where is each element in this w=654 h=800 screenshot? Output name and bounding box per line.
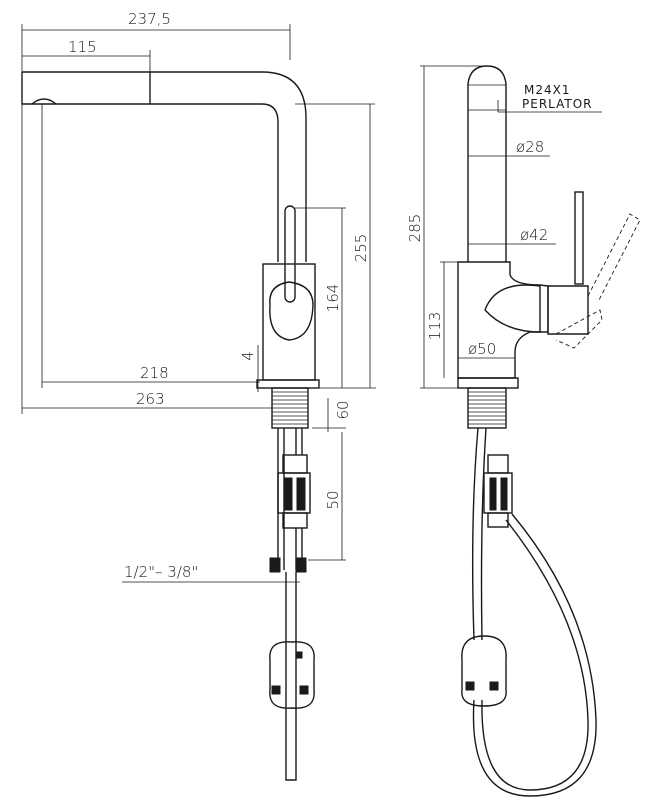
counterweight-front <box>269 641 315 709</box>
pull-out-hose-front <box>285 572 297 781</box>
front-view <box>21 71 320 781</box>
hose-loop-side <box>471 427 597 797</box>
hose-connector-side <box>487 454 509 474</box>
front-dimensions: 237,5 115 218 263 255 164 4 60 50 1/2"– … <box>21 10 376 583</box>
dim-spout-height: 255 <box>352 234 370 263</box>
lever-block-side <box>547 285 589 335</box>
lever-handle-side <box>574 191 584 285</box>
counterweight-side <box>461 635 507 707</box>
side-view <box>457 65 641 797</box>
dim-body-height: 113 <box>426 312 444 341</box>
hose-connector-front <box>282 454 308 474</box>
fitting-front <box>269 557 281 573</box>
dim-spout-diameter: ø28 <box>516 138 544 156</box>
dim-aerator-thread: M24X1 <box>524 83 570 97</box>
lever-front <box>284 205 296 303</box>
dim-plate-thickness: 4 <box>239 351 257 361</box>
dim-lever-height: 164 <box>324 284 342 313</box>
dim-spout-length: 115 <box>68 38 97 56</box>
cartridge-side <box>484 284 541 333</box>
base-plate-side <box>457 377 519 389</box>
dim-column-diameter: ø42 <box>520 226 548 244</box>
dim-base-to-outlet: 218 <box>140 364 169 382</box>
column-side <box>467 110 507 262</box>
dim-total-height: 285 <box>406 214 424 243</box>
spout-outline <box>21 71 307 262</box>
body-side <box>457 261 549 379</box>
dim-connection-size: 1/2"– 3/8" <box>124 563 198 581</box>
dim-total-reach: 237,5 <box>128 10 171 28</box>
side-dimensions: 285 113 ø50 ø42 ø28 M24X1 PERLATOR <box>406 65 602 389</box>
base-plate-front <box>256 379 320 389</box>
spout-head-side <box>467 65 507 110</box>
dim-base-width: 263 <box>136 390 165 408</box>
aerator-front <box>31 98 57 105</box>
thread-lines <box>272 391 308 425</box>
lever-motion-dashed <box>555 213 641 349</box>
lever-hub-front <box>269 281 314 341</box>
dim-hose-connector: 50 <box>324 490 342 509</box>
dim-aerator-label: PERLATOR <box>522 97 593 111</box>
dim-thread-length: 60 <box>334 400 352 419</box>
dim-body-diameter: ø50 <box>468 340 496 358</box>
